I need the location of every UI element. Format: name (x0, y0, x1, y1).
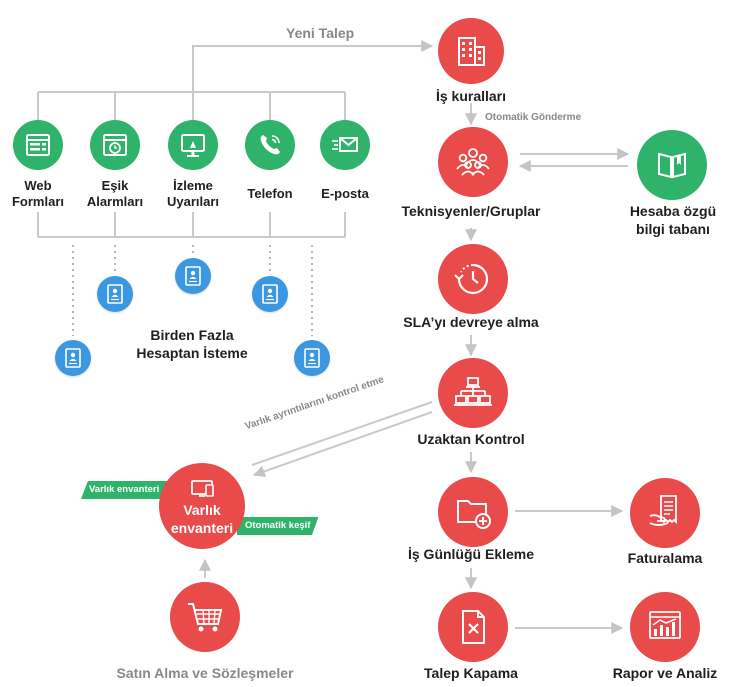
reports-node[interactable] (630, 592, 700, 662)
asset-inventory-node[interactable]: Varlık envanteri (159, 463, 245, 549)
network-icon (454, 377, 492, 406)
book-icon (658, 152, 686, 179)
email-icon (332, 137, 358, 152)
devices-icon (191, 480, 214, 497)
invoice-icon (649, 495, 677, 526)
close-request-label: Talep Kapama (424, 665, 518, 681)
cart-icon (188, 603, 223, 632)
multi-account-label: Birden Fazla Hesaptan İsteme (136, 327, 248, 361)
phone-label: Telefon (247, 186, 293, 201)
monitoring-alerts-label: İzleme Uyarıları (166, 178, 220, 209)
sla-label: SLA’yı devreye alma (403, 314, 539, 330)
new-request-label: Yeni Talep (286, 25, 355, 41)
purchase-label: Satın Alma ve Sözleşmeler (116, 665, 294, 681)
user-document-icon (185, 266, 201, 286)
knowledge-base-label: Hesaba özgü bilgi tabanı (629, 203, 717, 237)
knowledge-base-node[interactable] (637, 130, 707, 200)
user-document-icon (262, 284, 278, 304)
billing-label: Faturalama (627, 550, 703, 566)
user-document-icon (107, 284, 123, 304)
threshold-alarms-label: Eşik Alarmları (86, 178, 144, 209)
worklog-node[interactable] (438, 477, 508, 547)
web-forms-label: Web Formları (11, 178, 64, 209)
account-doc-4[interactable] (55, 340, 91, 376)
user-document-icon (65, 348, 81, 368)
account-doc-2[interactable] (175, 258, 211, 294)
purchase-node[interactable] (170, 582, 240, 652)
asset-inventory-label: Varlık envanteri (170, 502, 234, 536)
business-rules-label: İş kuralları (435, 88, 507, 104)
folder-add-icon (457, 500, 491, 529)
billing-node[interactable] (630, 478, 700, 548)
monitoring-alerts-node[interactable] (168, 120, 218, 170)
account-doc-5[interactable] (294, 340, 330, 376)
remote-control-label: Uzaktan Kontrol (417, 431, 525, 447)
web-form-icon (26, 134, 50, 156)
chart-report-icon (649, 611, 681, 639)
web-forms-node[interactable] (13, 120, 63, 170)
phone-node[interactable] (245, 120, 295, 170)
reports-label: Rapor ve Analiz (612, 665, 718, 681)
group-icon (456, 148, 490, 176)
email-node[interactable] (320, 120, 370, 170)
clock-icon (454, 263, 489, 295)
monitor-icon (181, 134, 205, 157)
building-icon (458, 37, 485, 66)
close-request-node[interactable] (438, 592, 508, 662)
technicians-label: Teknisyenler/Gruplar (401, 203, 541, 219)
threshold-alarms-node[interactable] (90, 120, 140, 170)
email-label: E-posta (321, 186, 369, 201)
remote-control-node[interactable] (438, 358, 508, 428)
technicians-node[interactable] (438, 127, 508, 197)
auto-send-label: Otomatik Gönderme (485, 112, 582, 123)
user-document-icon (304, 348, 320, 368)
sla-node[interactable] (438, 244, 508, 314)
worklog-label: İş Günlüğü Ekleme (407, 546, 535, 562)
business-rules-node[interactable] (438, 18, 504, 84)
account-doc-3[interactable] (252, 276, 288, 312)
phone-icon (260, 135, 280, 155)
asset-inventory-tag: Varlık envanteri (81, 481, 168, 499)
account-doc-1[interactable] (97, 276, 133, 312)
auto-discovery-tag: Otomatik keşif (237, 517, 319, 535)
close-document-icon (462, 610, 485, 644)
threshold-alarm-icon (103, 134, 127, 156)
